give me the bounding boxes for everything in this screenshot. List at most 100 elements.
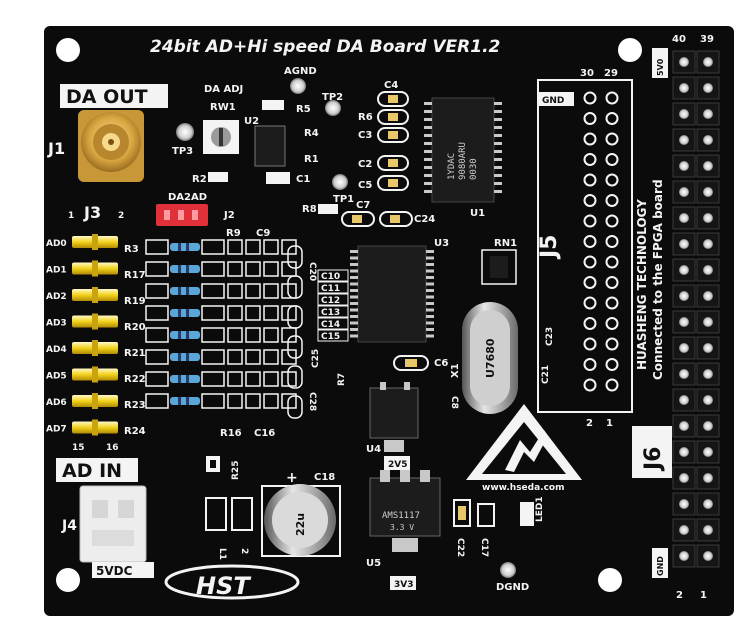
input-resistor-array <box>145 239 303 419</box>
j5-pad[interactable] <box>605 235 619 248</box>
u3-pin <box>350 302 358 305</box>
j5-pad[interactable] <box>583 276 597 289</box>
j6-pin[interactable] <box>703 395 713 405</box>
j6-pin[interactable] <box>703 499 713 509</box>
j6-pin[interactable] <box>703 187 713 197</box>
j6-pin[interactable] <box>703 343 713 353</box>
resistor-outline <box>201 305 225 321</box>
j6-pin[interactable] <box>679 109 689 119</box>
j6-pin[interactable] <box>679 291 689 301</box>
j6-pin[interactable] <box>703 421 713 431</box>
smd-pad <box>227 371 243 387</box>
j6-pin[interactable] <box>703 213 713 223</box>
j5-pad[interactable] <box>583 153 597 166</box>
tp3-label: TP3 <box>172 146 193 157</box>
j3-pin-header[interactable] <box>70 232 120 438</box>
j6-pin[interactable] <box>703 83 713 93</box>
resistor-outline <box>145 371 169 387</box>
j6-pin[interactable] <box>679 57 689 67</box>
j5-pad[interactable] <box>583 194 597 207</box>
j5-pad[interactable] <box>583 337 597 351</box>
j5-connector[interactable] <box>583 91 619 392</box>
j6-pin[interactable] <box>703 369 713 379</box>
j5-pad[interactable] <box>605 296 619 310</box>
j5-pad[interactable] <box>605 194 619 207</box>
j6-pin[interactable] <box>679 395 689 405</box>
u3-pin <box>350 282 358 286</box>
j6-pin[interactable] <box>703 317 713 327</box>
j5-pad[interactable] <box>605 276 619 289</box>
smd-pad <box>263 371 279 387</box>
resistor-outline <box>201 371 225 387</box>
led1-label: LED1 <box>535 496 545 522</box>
j6-pin[interactable] <box>679 135 689 145</box>
j5-pad[interactable] <box>605 378 619 392</box>
j5-pad[interactable] <box>583 317 597 330</box>
cap-outline <box>287 335 303 359</box>
j6-pin[interactable] <box>703 109 713 119</box>
j5-pad[interactable] <box>605 112 619 125</box>
j6-pin[interactable] <box>679 213 689 223</box>
j5-pad[interactable] <box>583 378 597 392</box>
j6-pin[interactable] <box>703 551 713 561</box>
u3-pin <box>426 315 434 318</box>
j6-pin[interactable] <box>679 551 689 561</box>
j5-pad[interactable] <box>605 337 619 351</box>
j6-pin[interactable] <box>703 239 713 249</box>
j6-pin[interactable] <box>703 291 713 301</box>
j6-pin[interactable] <box>679 265 689 275</box>
j5-pad[interactable] <box>605 214 619 228</box>
j6-pin[interactable] <box>679 161 689 171</box>
j6-pin[interactable] <box>679 83 689 93</box>
j4-power-connector[interactable] <box>79 485 147 563</box>
u4-label: U4 <box>366 444 381 455</box>
j5-pad[interactable] <box>583 255 597 269</box>
j5-pad[interactable] <box>583 358 597 371</box>
u3-pin <box>426 269 434 273</box>
tp1-label: TP1 <box>333 194 354 205</box>
resistor-band <box>186 353 189 361</box>
vertical-cap-labels: C20 C25 R7 C28 C8 <box>307 262 459 411</box>
j5-pad[interactable] <box>583 214 597 228</box>
j5-pad[interactable] <box>605 255 619 269</box>
j5-pad[interactable] <box>605 358 619 371</box>
j6-pin[interactable] <box>679 499 689 509</box>
j6-pin-header[interactable] <box>672 50 720 568</box>
j6-pin[interactable] <box>703 57 713 67</box>
j6-pin[interactable] <box>679 473 689 483</box>
j5-pad[interactable] <box>605 153 619 166</box>
j6-pin[interactable] <box>703 161 713 171</box>
j6-pin[interactable] <box>679 343 689 353</box>
j6-pin[interactable] <box>679 317 689 327</box>
j5-pad[interactable] <box>605 91 619 105</box>
c17-label: C17 <box>479 538 489 557</box>
j5-pad[interactable] <box>583 112 597 125</box>
j5-pad[interactable] <box>583 235 597 248</box>
j5-pad[interactable] <box>583 91 597 105</box>
j6-pin[interactable] <box>679 525 689 535</box>
j6-pin[interactable] <box>679 421 689 431</box>
j5-pad[interactable] <box>605 132 619 146</box>
j6-pin[interactable] <box>679 239 689 249</box>
cap-stack-label: C15 <box>321 332 340 342</box>
board-title: 24bit AD+Hi speed DA Board VER1.2 <box>150 37 500 57</box>
smd-pad <box>281 349 297 365</box>
u3-pin <box>426 302 434 305</box>
resistor-band <box>186 243 189 251</box>
j5-pad[interactable] <box>583 132 597 146</box>
j6-pin[interactable] <box>703 473 713 483</box>
j5-pad[interactable] <box>605 173 619 187</box>
u3-pin <box>426 250 434 253</box>
j5-pad[interactable] <box>605 317 619 330</box>
j6-pin[interactable] <box>703 525 713 535</box>
j6-pin[interactable] <box>703 265 713 275</box>
j6-pin[interactable] <box>703 135 713 145</box>
trim-pot-icon <box>203 120 239 154</box>
j5-pad[interactable] <box>583 296 597 310</box>
j6-pin[interactable] <box>703 447 713 457</box>
j6-pin[interactable] <box>679 447 689 457</box>
j6-pin[interactable] <box>679 187 689 197</box>
j6-pin[interactable] <box>679 369 689 379</box>
j5-pad[interactable] <box>583 173 597 187</box>
